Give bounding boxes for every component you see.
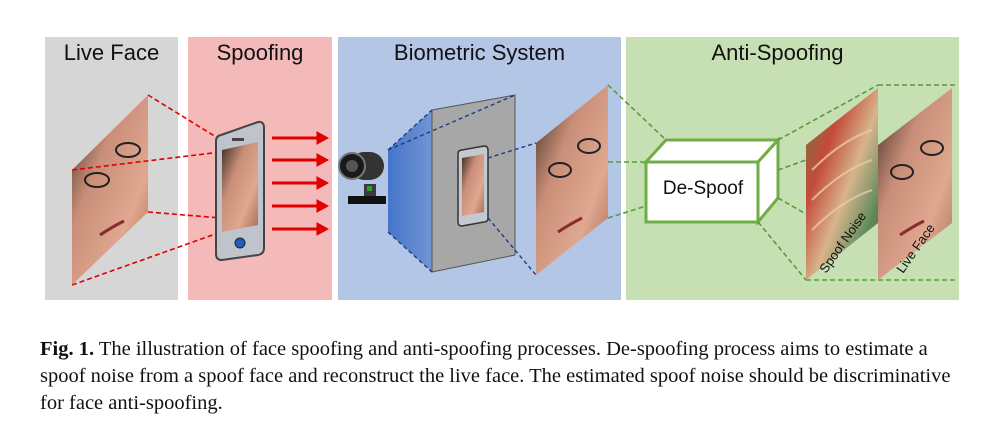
spoof-noise-image [806,88,878,280]
live-to-phone-lines [71,94,222,286]
figure-caption: Fig. 1. The illustration of face spoofin… [40,336,952,417]
captured-spoof-face [536,85,608,275]
attack-arrows [272,131,330,236]
panel-title-spoofing: Spoofing [216,40,304,65]
reconstructed-live-face [878,88,952,280]
panel-title-live-face: Live Face [63,40,160,65]
despoof-label: De-Spoof [662,178,744,199]
caption-lead: Fig. 1. [40,338,95,360]
panel-title-biometric-system: Biometric System [393,40,566,65]
live-face-image [72,95,148,285]
despoof-to-output-lines [757,84,955,281]
plane-to-face-lines [487,142,537,276]
webcam-icon [338,152,386,204]
despoof-box [642,136,782,227]
capture-plane [388,94,516,273]
camera-to-plane-lines [387,94,516,273]
spoof-phone [215,120,265,262]
panel-title-anti-spoofing: Anti-Spoofing [711,40,844,65]
face-to-despoof-lines [607,84,667,219]
caption-text: The illustration of face spoofing and an… [40,338,951,414]
